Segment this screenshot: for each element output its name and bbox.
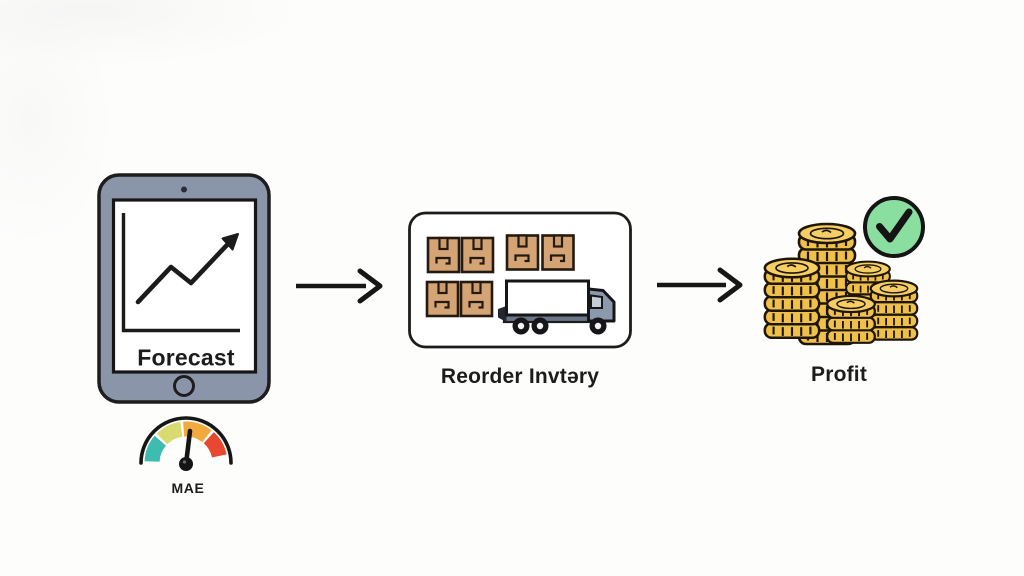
gauge-segment-teal [144,435,167,463]
cardboard-box [459,280,494,318]
arrow-right-icon [657,267,743,303]
checkmark-icon [863,196,925,258]
gauge-outer-arc [139,416,233,465]
tablet-camera-dot [181,186,187,193]
cardboard-box [460,236,495,274]
reorder-inventory-node-label: Reorder Invtəry [440,365,600,388]
profit-node-label: Profit [810,363,868,386]
truck-icon [498,279,616,335]
gauge-segment-yellow-green [156,421,183,445]
coin-stack [826,294,876,344]
forecast-node-label: Forecast [137,344,235,371]
arrow-right-icon [296,268,383,304]
gauge-segment-orange [183,421,212,443]
truck-wheels [512,317,607,335]
gauge-segment-red [203,432,227,458]
coin-stack [869,279,919,341]
cardboard-box [505,234,540,271]
tablet-line-chart-icon [97,173,271,404]
truck-trailer [505,279,590,317]
gauge-icon [139,416,233,471]
mae-gauge-label: MAE [171,480,205,496]
coin-stack [763,257,821,340]
gauge-pivot [179,457,193,471]
line-chart-icon [121,213,240,333]
tablet-screen [111,198,258,374]
cardboard-box [426,236,461,274]
boxes-and-truck-icon [408,211,632,349]
truck-tail-flap [498,306,507,322]
cardboard-box [425,280,460,318]
chart-arrowhead [221,233,239,251]
truck-window [590,294,603,309]
tablet-home-button [173,375,195,397]
cardboard-box [541,234,575,271]
